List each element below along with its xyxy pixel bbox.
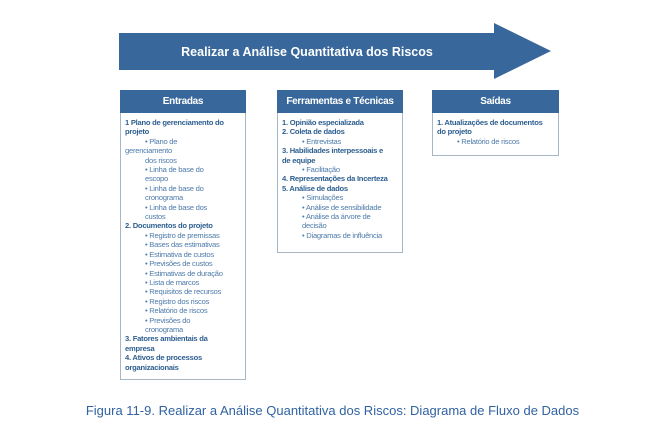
list-line: 3. Habilidades interpessoais e [282, 146, 383, 156]
list-line: gerenciamento [125, 146, 172, 156]
list-line: • Estimativa de custos [145, 249, 214, 259]
list-line: custos [145, 212, 166, 222]
list-line: • Relatório de riscos [457, 136, 520, 146]
list-line: de equipe [282, 155, 316, 165]
list-line: • Diagramas de influência [302, 230, 382, 240]
list-line: • Análise de sensibilidade [302, 202, 382, 212]
list-line: • Plano de [145, 136, 178, 146]
process-arrow-banner: Realizar a Análise Quantitativa dos Risc… [119, 33, 495, 70]
list-line: • Simulações [302, 193, 344, 203]
list-line: cronograma [145, 193, 184, 203]
list-line: • Relatório de riscos [145, 306, 208, 316]
list-line: 2. Coleta de dados [282, 127, 345, 137]
list-line: • Registro dos riscos [145, 296, 210, 306]
list-line: escopo [145, 174, 168, 184]
list-line: 4. Representações da Incerteza [282, 174, 388, 184]
figure-caption: Figura 11-9. Realizar a Análise Quantita… [85, 403, 580, 418]
list-line: organizacionais [125, 362, 179, 372]
outputs-box-header: Saídas [432, 90, 559, 113]
tools-techniques-box-header: Ferramentas e Técnicas [277, 90, 403, 113]
list-line: • Entrevistas [302, 136, 342, 146]
list-line: decisão [302, 221, 327, 231]
list-line: 1. Opinião especializada [282, 118, 364, 127]
list-line: • Linha de base dos [145, 202, 208, 212]
list-line: dos riscos [145, 155, 177, 165]
list-line: • Facilitação [302, 165, 340, 175]
list-line: • Análise da árvore de [302, 212, 371, 222]
list-line: 4. Ativos de processos [125, 353, 202, 363]
list-line: empresa [125, 343, 155, 353]
list-line: • Registro de premissas [145, 230, 220, 240]
list-line: 1. Atualizações de documentos [437, 118, 543, 127]
list-line: 2. Documentos do projeto [125, 221, 213, 231]
list-line: • Requisitos de recursos [145, 287, 222, 297]
list-line: 1 Plano de gerenciamento do [125, 118, 224, 127]
list-line: 3. Fatores ambientais da [125, 334, 208, 344]
process-title: Realizar a Análise Quantitativa dos Risc… [181, 44, 433, 59]
list-line: cronograma [145, 324, 184, 334]
list-line: 5. Análise de dados [282, 183, 348, 193]
list-line: • Previsões de custos [145, 259, 213, 269]
list-line: • Bases das estimativas [145, 240, 220, 250]
list-line: projeto [125, 127, 149, 137]
list-line: • Estimativas de duração [145, 268, 223, 278]
list-line: do projeto [437, 127, 472, 137]
tools-techniques-box: Ferramentas e Técnicas 1. Opinião especi… [277, 90, 403, 253]
list-line: • Linha de base do [145, 183, 204, 193]
list-line: • Linha de base do [145, 165, 204, 175]
arrow-head-icon [494, 23, 551, 79]
inputs-box-header: Entradas [120, 90, 246, 113]
list-line: • Lista de marcos [145, 277, 200, 287]
list-line: • Previsões do [145, 315, 191, 325]
